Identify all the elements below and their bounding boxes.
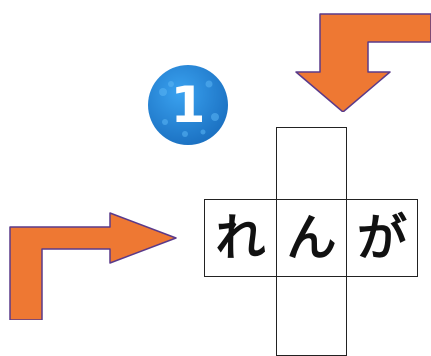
crossword-grid: れ ん が	[204, 127, 418, 356]
step-number-badge: 1	[145, 62, 231, 148]
badge-circle-icon	[148, 65, 228, 145]
puzzle-stage: 1 れ ん が	[9, 13, 431, 356]
grid-cell-v3[interactable]	[276, 276, 347, 356]
cell-char-3: が	[357, 209, 407, 267]
cell-char-1: れ	[215, 209, 266, 267]
grid-cell-h3[interactable]: が	[346, 199, 418, 277]
cell-char-2: ん	[286, 209, 337, 267]
grid-cell-v1[interactable]	[276, 127, 347, 200]
badge-number: 1	[170, 76, 206, 134]
down-arrow-icon	[295, 13, 431, 112]
grid-cell-h1[interactable]: れ	[204, 199, 277, 277]
right-arrow-icon	[9, 212, 177, 320]
grid-cell-h2[interactable]: ん	[276, 199, 347, 277]
